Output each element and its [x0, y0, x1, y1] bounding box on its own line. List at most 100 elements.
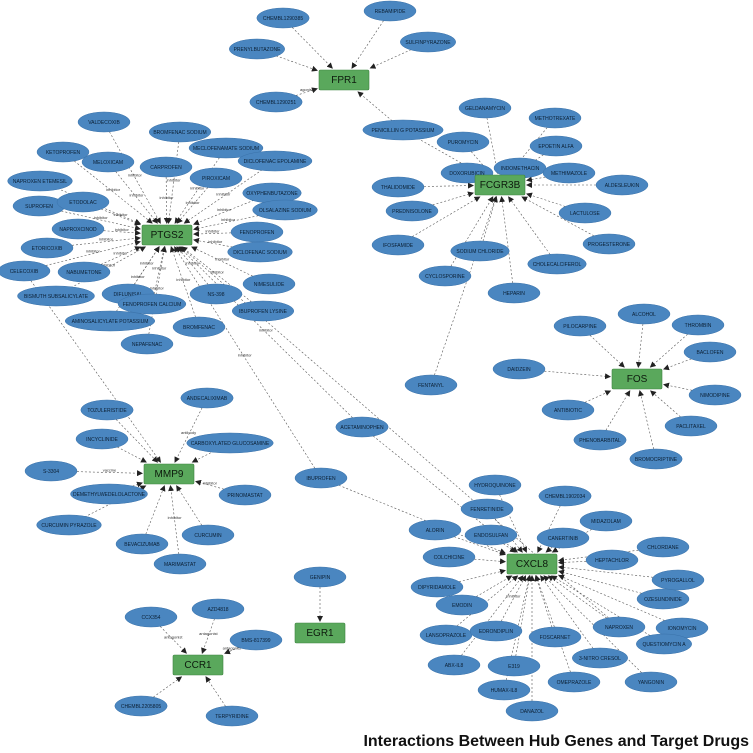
drug-node-nimesulide[interactable]: NIMESULIDE — [242, 273, 296, 295]
drug-node-daidzein[interactable]: DAIDZEIN — [492, 358, 546, 380]
drug-node-fenretinide[interactable]: FENRETINIDE — [460, 498, 514, 520]
drug-node-prinomastat[interactable]: PRINOMASTAT — [218, 484, 272, 506]
gene-node-mmp9[interactable]: MMP9 — [143, 463, 195, 485]
drug-node-chlordane[interactable]: CHLORDANE — [636, 536, 690, 558]
drug-node-aminosalicylate[interactable]: AMINOSALICYLATE POTASSIUM — [65, 310, 155, 332]
drug-node-etoricoxib[interactable]: ETORICOXIB — [20, 237, 74, 259]
drug-node-chembl1902034[interactable]: CHEMBL1902034 — [538, 485, 592, 507]
drug-node-diclofenac_epolamine[interactable]: DICLOFENAC EPOLAMINE — [237, 150, 313, 172]
drug-node-methotrexate[interactable]: METHOTREXATE — [528, 107, 582, 129]
gene-node-fpr1[interactable]: FPR1 — [318, 69, 370, 91]
gene-node-ccr1[interactable]: CCR1 — [172, 654, 224, 676]
drug-node-cholecalciferol[interactable]: CHOLECALCIFEROL — [527, 253, 587, 275]
drug-node-paclitaxel[interactable]: PACLITAXEL — [664, 415, 718, 437]
gene-node-cxcl8[interactable]: CXCL8 — [506, 553, 558, 575]
drug-node-tozuleristide[interactable]: TOZULERISTIDE — [80, 399, 134, 421]
drug-node-naproxen[interactable]: NAPROXEN — [592, 616, 646, 638]
drug-node-marimastat[interactable]: MARIMASTAT — [153, 553, 207, 575]
drug-node-canertinib[interactable]: CANERTINIB — [536, 527, 590, 549]
drug-node-genipin[interactable]: GENIPIN — [293, 566, 347, 588]
drug-node-pyrogallol[interactable]: PYROGALLOL — [651, 569, 705, 591]
drug-node-prenylbutazone[interactable]: PRENYLBUTAZONE — [229, 38, 285, 60]
drug-node-antibiotic[interactable]: ANTIBIOTIC — [541, 399, 595, 421]
drug-node-nepafenac[interactable]: NEPAFENAC — [120, 333, 174, 355]
drug-node-lactulose[interactable]: LACTULOSE — [558, 202, 612, 224]
drug-node-alorin[interactable]: ALORIN — [408, 519, 462, 541]
drug-node-lansoprazole[interactable]: LANSOPRAZOLE — [419, 624, 473, 646]
drug-node-ozesundinide[interactable]: OZESUNDINIDE — [636, 588, 690, 610]
drug-node-edrondiplin[interactable]: EDRONDIPLIN — [469, 620, 523, 642]
gene-node-fcgr3b[interactable]: FCGR3B — [474, 174, 526, 196]
drug-node-valdecoxib[interactable]: VALDECOXIB — [77, 111, 131, 133]
drug-node-curcumin[interactable]: CURCUMIN — [181, 524, 235, 546]
drug-node-demethyl[interactable]: DEMETHYLWEDELOLACTONE — [70, 483, 148, 505]
drug-node-omeprazole[interactable]: OMEPRAZOLE — [547, 671, 601, 693]
gene-node-fos[interactable]: FOS — [611, 368, 663, 390]
drug-node-chembl1290385[interactable]: CHEMBL1290385 — [256, 7, 310, 29]
drug-node-curcumin_pyrazole[interactable]: CURCUMIN PYRAZOLE — [36, 514, 102, 536]
drug-node-phenobarbital[interactable]: PHENOBARBITAL — [573, 429, 627, 451]
drug-node-suprofen[interactable]: SUPROFEN — [12, 195, 66, 217]
drug-node-azd4818[interactable]: AZD4818 — [191, 598, 245, 620]
drug-node-incyclinide[interactable]: INCYCLINIDE — [75, 428, 129, 450]
drug-node-diclofenac_sodium[interactable]: DICLOFENAC SODIUM — [227, 241, 293, 263]
drug-node-ibuprofen[interactable]: IBUPROFEN — [294, 467, 348, 489]
drug-node-fenoprofen_calcium[interactable]: FENOPROFEN CALCIUM — [117, 293, 187, 315]
drug-node-olsalazine[interactable]: OLSALAZINE SODIUM — [252, 199, 318, 221]
gene-node-egr1[interactable]: EGR1 — [294, 622, 346, 644]
drug-node-chembl2205805[interactable]: CHEMBL2205805 — [114, 695, 168, 717]
drug-node-ifosfamide[interactable]: IFOSFAMIDE — [371, 234, 425, 256]
drug-node-yangonin[interactable]: YANGONIN — [624, 671, 678, 693]
drug-node-puromycin[interactable]: PUROMYCIN — [436, 131, 490, 153]
drug-node-ns398[interactable]: NS-398 — [189, 283, 243, 305]
drug-node-geldanamycin[interactable]: GELDANAMYCIN — [458, 97, 512, 119]
drug-node-emodin[interactable]: EMODIN — [435, 594, 489, 616]
drug-node-aldesleukin[interactable]: ALDESLEUKIN — [595, 174, 649, 196]
drug-node-foscarnet[interactable]: FOSCARNET — [528, 626, 582, 648]
drug-node-meclofenamate[interactable]: MECLOFENAMATE SODIUM — [188, 137, 264, 159]
drug-node-acetaminophen[interactable]: ACETAMINOPHEN — [335, 416, 389, 438]
drug-node-pilocarpine[interactable]: PILOCARPINE — [553, 315, 607, 337]
drug-node-thrombin[interactable]: THROMBIN — [671, 314, 725, 336]
drug-node-heptachlor[interactable]: HEPTACHLOR — [585, 549, 639, 571]
drug-node-progesterone[interactable]: PROGESTERONE — [582, 233, 636, 255]
drug-node-epoetin[interactable]: EPOETIN ALFA — [529, 135, 583, 157]
drug-node-carprofen[interactable]: CARPROFEN — [139, 156, 193, 178]
drug-node-terpyridine[interactable]: TERPYRIDINE — [205, 705, 259, 727]
drug-node-andecaliximab[interactable]: ANDECALIXIMAB — [180, 387, 234, 409]
drug-node-carboxylated[interactable]: CARBOXYLATED GLUCOSAMINE — [186, 432, 274, 454]
drug-node-bromocriptine[interactable]: BROMOCRIPTINE — [629, 448, 683, 470]
drug-node-sodium_chloride[interactable]: SODIUM CHLORIDE — [450, 240, 510, 262]
drug-node-ibuprofen_lysine[interactable]: IBUPROFEN LYSINE — [231, 300, 295, 322]
drug-node-meloxicam[interactable]: MELOXICAM — [81, 151, 135, 173]
drug-node-colchicine[interactable]: COLCHICINE — [422, 546, 476, 568]
drug-node-cyclosporine[interactable]: CYCLOSPORINE — [418, 265, 472, 287]
drug-node-questiomycin[interactable]: QUESTIOMYCIN A — [636, 633, 692, 655]
drug-node-nitro_cresol[interactable]: 3-NITRO CRESOL — [572, 647, 628, 669]
drug-node-ccx354[interactable]: CCX354 — [124, 606, 178, 628]
drug-node-naproxen_etemesil[interactable]: NAPROXEN ETEMESIL — [7, 170, 73, 192]
drug-node-thalidomide[interactable]: THALIDOMIDE — [371, 176, 425, 198]
drug-node-fentanyl[interactable]: FENTANYL — [404, 374, 458, 396]
drug-node-bromfenac[interactable]: BROMFENAC — [172, 316, 226, 338]
drug-node-sulfinpyrazone[interactable]: SULFINPYRAZONE — [400, 31, 456, 53]
drug-node-baclofen[interactable]: BACLOFEN — [683, 341, 737, 363]
drug-node-nabumetone[interactable]: NABUMETONE — [57, 261, 111, 283]
drug-node-etodolac[interactable]: ETODOLAC — [56, 191, 110, 213]
drug-node-prednisolone[interactable]: PREDNISOLONE — [385, 200, 439, 222]
drug-node-rebamipide[interactable]: REBAMIPIDE — [363, 0, 417, 22]
drug-node-s3304[interactable]: S-3304 — [24, 460, 78, 482]
drug-node-naproxcinod[interactable]: NAPROXCINOD — [51, 218, 105, 240]
drug-node-alcohol[interactable]: ALCOHOL — [617, 303, 671, 325]
drug-node-fenoprofen[interactable]: FENOPROFEN — [230, 221, 284, 243]
drug-node-humax[interactable]: HUMAX-IL8 — [477, 679, 531, 701]
drug-node-ketoprofen[interactable]: KETOPROFEN — [36, 141, 90, 163]
drug-node-celecoxib[interactable]: CELECOXIB — [0, 260, 51, 282]
drug-node-abx_il8[interactable]: ABX-IL8 — [427, 654, 481, 676]
drug-node-hydroquinone[interactable]: HYDROQUINONE — [468, 474, 522, 496]
drug-node-bevacizumab[interactable]: BEVACIZUMAB — [115, 533, 169, 555]
drug-node-bms817399[interactable]: BMS-817399 — [229, 629, 283, 651]
drug-node-endosulfan[interactable]: ENDOSULFAN — [464, 524, 518, 546]
drug-node-midazolam[interactable]: MIDAZOLAM — [579, 510, 633, 532]
drug-node-piroxicam[interactable]: PIROXICAM — [189, 167, 243, 189]
